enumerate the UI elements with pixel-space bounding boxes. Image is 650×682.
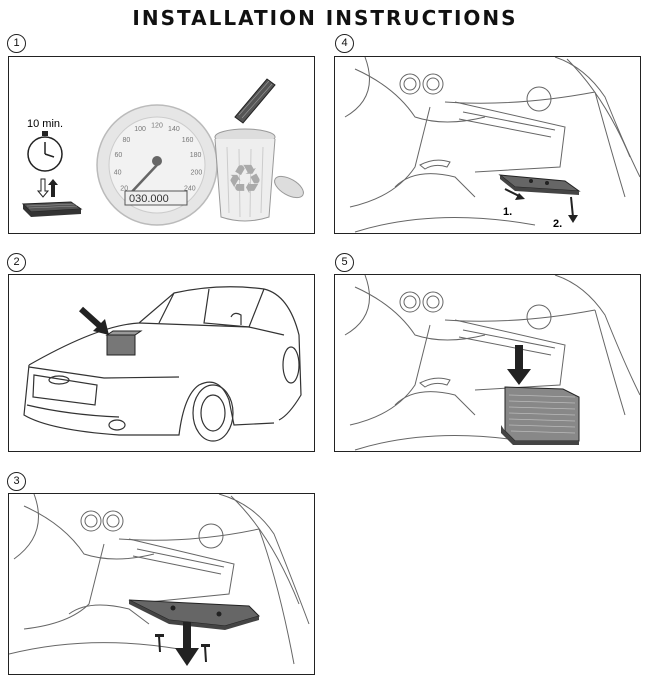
speed-tick-label: 140	[168, 126, 180, 133]
old-filter-icon	[234, 78, 276, 124]
speed-tick-label: 180	[190, 152, 202, 159]
arrow-icon	[507, 345, 531, 385]
timer-label: 10 min.	[27, 118, 63, 130]
speed-tick-label: 20	[120, 185, 128, 192]
glovebox-panel-part	[128, 599, 260, 630]
speed-tick-label: 60	[115, 152, 123, 159]
step-number-4: 4	[335, 34, 354, 53]
arrow-icon	[175, 622, 199, 666]
step-5-panel	[334, 274, 641, 452]
odometer-reading: 030.000	[129, 193, 169, 205]
step-3-illustration	[9, 494, 310, 666]
stopwatch-icon	[27, 131, 63, 172]
step-5-illustration	[344, 275, 640, 451]
speed-tick-label: 200	[191, 169, 203, 176]
speed-tick-label: 120	[151, 123, 163, 130]
step-number-2: 2	[7, 253, 26, 272]
step-2-illustration	[23, 286, 302, 442]
filter-location-marker	[105, 330, 143, 356]
speed-tick-label: 40	[114, 169, 122, 176]
callout-1: 1.	[503, 206, 512, 218]
arrow-icon	[504, 188, 578, 223]
step-4-panel: 1. 2.	[334, 56, 641, 234]
step-number-1: 1	[7, 34, 26, 53]
step-4-illustration: 1. 2.	[344, 57, 640, 233]
filter-swap-icon	[21, 178, 83, 217]
car-icon	[23, 286, 302, 442]
speed-tick-label: 100	[134, 126, 146, 133]
speed-tick-label: 240	[184, 185, 196, 192]
page-title: INSTALLATION INSTRUCTIONS	[132, 6, 518, 30]
new-filter-icon	[501, 386, 580, 445]
step-3-panel	[8, 493, 315, 675]
step-number-5: 5	[335, 253, 354, 272]
speed-tick-label: 160	[182, 137, 194, 144]
recycle-bin-icon: ♻	[214, 128, 304, 222]
glovebox-lid-part	[498, 174, 581, 195]
speed-tick-label: 80	[123, 137, 131, 144]
step-number-3: 3	[7, 472, 26, 491]
step-2-panel	[8, 274, 315, 452]
svg-text:♻: ♻	[227, 157, 263, 203]
screw-icon	[155, 634, 210, 663]
callout-2: 2.	[553, 218, 562, 230]
arrow-icon	[78, 306, 109, 335]
